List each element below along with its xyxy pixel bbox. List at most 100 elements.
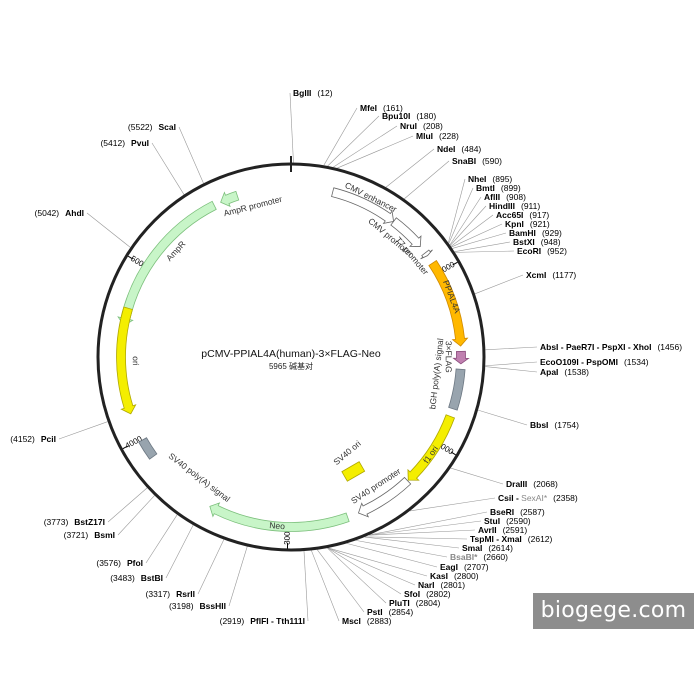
site-bmti: BmtI(899): [476, 183, 521, 193]
site-position: (2854): [389, 607, 414, 617]
site-leader: [369, 520, 482, 536]
site-position: (2587): [520, 507, 545, 517]
site-bglii: BglII(12): [293, 88, 333, 98]
feature-label: ori: [131, 356, 141, 366]
site-name: BsaBI*: [450, 552, 478, 562]
site-position: (2660): [483, 552, 508, 562]
site-position: (2590): [506, 516, 531, 526]
site-leader: [165, 524, 194, 579]
site-leader: [323, 107, 358, 166]
site-label: BstXI(948): [513, 237, 561, 247]
site-psti: PstI (2854): [367, 607, 413, 617]
site-label: AflII(908): [484, 192, 526, 202]
site-label: BglII(12): [293, 88, 333, 98]
site-position: (1538): [564, 367, 589, 377]
site-nhei: NheI(895): [468, 174, 512, 184]
site-pflfi-tth111i: (2919)PflFI - Tth111I: [220, 616, 305, 626]
site-label: ApaI(1538): [540, 367, 589, 377]
site-name-part: SexAI*: [521, 493, 548, 503]
site-label: XcmI(1177): [526, 270, 576, 280]
site-name: EagI: [440, 562, 458, 572]
site-label: (3483)BstBI: [110, 573, 163, 583]
plasmid-length: 5965 碱基对: [269, 361, 313, 371]
site-name: KpnI: [505, 219, 524, 229]
site-leader: [450, 205, 487, 246]
site-leader: [449, 196, 482, 246]
site-ahdi: (5042)AhdI: [35, 208, 84, 218]
site-leader: [450, 214, 494, 247]
tick-mark: [452, 261, 458, 266]
feature-ampr-promoter: [220, 190, 240, 208]
site-leader: [452, 232, 507, 249]
site-bsmi: (3721)BsmI: [64, 530, 115, 540]
site-name: BstZ17I: [74, 517, 105, 527]
site-label: EcoRI(952): [517, 246, 567, 256]
site-leader: [58, 421, 108, 440]
site-name: AhdI: [65, 208, 84, 218]
site-label: BmtI(899): [476, 183, 521, 193]
site-name: KasI: [430, 571, 448, 581]
site-name: PstI: [367, 607, 383, 617]
site-ecori: EcoRI(952): [517, 246, 567, 256]
site-pfoi: (3576)PfoI: [96, 558, 143, 568]
site-hindiii: HindIII(911): [489, 201, 540, 211]
site-label: (5522)ScaI: [128, 122, 176, 132]
site-position: (2883): [367, 616, 392, 626]
site-label: BseRI (2587): [490, 507, 545, 517]
site-name: BmtI: [476, 183, 495, 193]
site-position: (895): [492, 174, 512, 184]
site-leader: [355, 540, 448, 558]
site-leader: [451, 223, 503, 248]
site-name: BseRI: [490, 507, 514, 517]
site-nrui: NruI(208): [400, 121, 443, 131]
site-name: XcmI: [526, 270, 546, 280]
site-position: (2919): [220, 616, 245, 626]
site-leader: [317, 549, 365, 613]
site-label: StuI(2590): [484, 516, 531, 526]
site-position: (2707): [464, 562, 489, 572]
site-label: MluI(228): [416, 131, 459, 141]
site-name: SnaBI: [452, 156, 476, 166]
site-position: (12): [317, 88, 332, 98]
site-leader: [178, 126, 204, 184]
site-bseri: BseRI (2587): [490, 507, 545, 517]
site-label: NheI(895): [468, 174, 512, 184]
site-label: MscI(2883): [342, 616, 392, 626]
site-position: (5522): [128, 122, 153, 132]
site-name: EcoO109I - PspOMI: [540, 357, 618, 367]
site-position: (917): [529, 210, 549, 220]
site-name: AbsI - PaeR7I - PspXI - XhoI: [540, 342, 651, 352]
site-bamhi: BamHI(929): [509, 228, 562, 238]
site-name: PfoI: [127, 558, 143, 568]
site-label: NruI(208): [400, 121, 443, 131]
site-name: Bpu10I: [382, 111, 410, 121]
site-label: EagI (2707): [440, 562, 489, 572]
site-position: (161): [383, 103, 403, 113]
site-leader: [327, 547, 416, 586]
site-leader: [485, 366, 538, 373]
site-position: (590): [482, 156, 502, 166]
site-label: MfeI(161): [360, 103, 403, 113]
site-leader: [86, 212, 131, 248]
site-pcii: (4152)PciI: [10, 434, 56, 444]
site-leader: [368, 529, 476, 536]
site-leader: [228, 546, 248, 607]
feature-ppial4a: [428, 259, 469, 347]
center-title: pCMV-PPIAL4A(human)-3×FLAG-Neo 5965 碱基对: [201, 348, 381, 371]
site-pvui: (5412)PvuI: [100, 138, 149, 148]
site-position: (5412): [100, 138, 125, 148]
site-pluti: PluTI(2804): [389, 598, 441, 608]
site-position: (911): [521, 201, 540, 211]
site-tspmi-xmai: TspMI - XmaI(2612): [470, 534, 553, 544]
site-leader: [454, 250, 515, 253]
site-mlui: MluI(228): [416, 131, 459, 141]
feature-label: Neo: [269, 520, 286, 531]
site-name: AflII: [484, 192, 500, 202]
site-leader: [117, 495, 155, 536]
site-name: NarI: [418, 580, 435, 590]
site-stui: StuI(2590): [484, 516, 531, 526]
site-leader: [333, 125, 398, 168]
site-leader: [404, 160, 450, 200]
site-name-part: CsiI -: [498, 493, 521, 503]
site-label: SnaBI (590): [452, 156, 502, 166]
